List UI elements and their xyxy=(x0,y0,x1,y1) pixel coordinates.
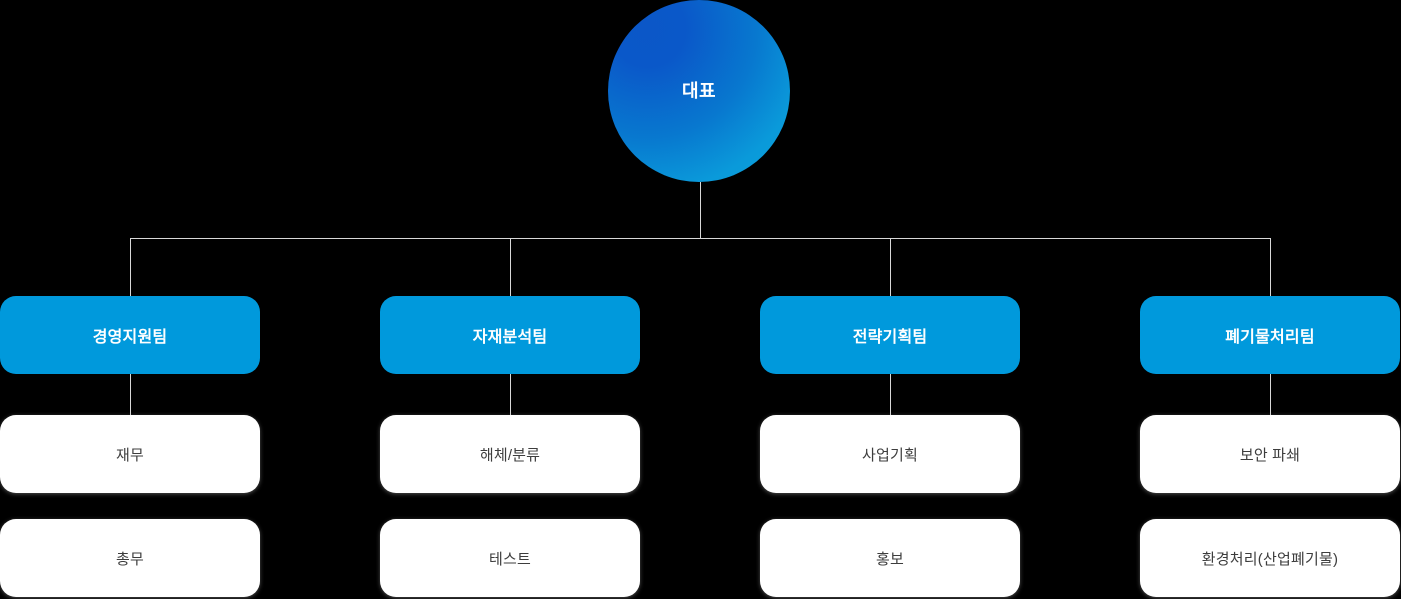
org-node-team-2[interactable]: 자재분석팀 xyxy=(380,296,640,374)
org-node-sub-3-1-label: 사업기획 xyxy=(861,446,918,464)
org-node-root[interactable]: 대표 xyxy=(608,0,790,182)
connector-root-stem xyxy=(700,182,701,239)
org-node-team-2-label: 자재분석팀 xyxy=(472,329,548,346)
connector-drop-col-2 xyxy=(510,238,511,296)
org-node-sub-2-1[interactable]: 해체/분류 xyxy=(380,415,640,493)
connector-team-to-sub-col-2 xyxy=(510,374,511,415)
org-node-sub-1-2-label: 총무 xyxy=(115,550,144,568)
org-node-sub-1-1[interactable]: 재무 xyxy=(0,415,260,493)
org-node-sub-1-1-label: 재무 xyxy=(115,446,144,464)
org-node-team-1-label: 경영지원팀 xyxy=(92,329,168,346)
org-node-team-3[interactable]: 전략기획팀 xyxy=(760,296,1020,374)
connector-drop-col-3 xyxy=(890,238,891,296)
org-node-sub-4-2[interactable]: 환경처리(산업폐기물) xyxy=(1140,519,1400,597)
org-node-sub-3-2-label: 홍보 xyxy=(875,550,904,568)
org-node-sub-2-1-label: 해체/분류 xyxy=(479,446,541,464)
connector-team-to-sub-col-4 xyxy=(1270,374,1271,415)
connector-team-to-sub-col-1 xyxy=(130,374,131,415)
org-node-root-label: 대표 xyxy=(681,81,717,101)
org-node-sub-3-1[interactable]: 사업기획 xyxy=(760,415,1020,493)
org-node-sub-3-2[interactable]: 홍보 xyxy=(760,519,1020,597)
connector-drop-col-4 xyxy=(1270,238,1271,296)
org-node-sub-4-1-label: 보안 파쇄 xyxy=(1239,446,1301,464)
org-node-sub-2-2-label: 테스트 xyxy=(488,550,531,568)
org-node-sub-4-2-label: 환경처리(산업폐기물) xyxy=(1201,550,1339,568)
org-node-team-1[interactable]: 경영지원팀 xyxy=(0,296,260,374)
org-node-team-3-label: 전략기획팀 xyxy=(852,329,928,346)
connector-horizontal-bus xyxy=(130,238,1271,239)
org-node-team-4-label: 폐기물처리팀 xyxy=(1225,329,1315,346)
org-node-sub-1-2[interactable]: 총무 xyxy=(0,519,260,597)
org-node-sub-2-2[interactable]: 테스트 xyxy=(380,519,640,597)
org-node-team-4[interactable]: 폐기물처리팀 xyxy=(1140,296,1400,374)
connector-drop-col-1 xyxy=(130,238,131,296)
org-node-sub-4-1[interactable]: 보안 파쇄 xyxy=(1140,415,1400,493)
connector-team-to-sub-col-3 xyxy=(890,374,891,415)
